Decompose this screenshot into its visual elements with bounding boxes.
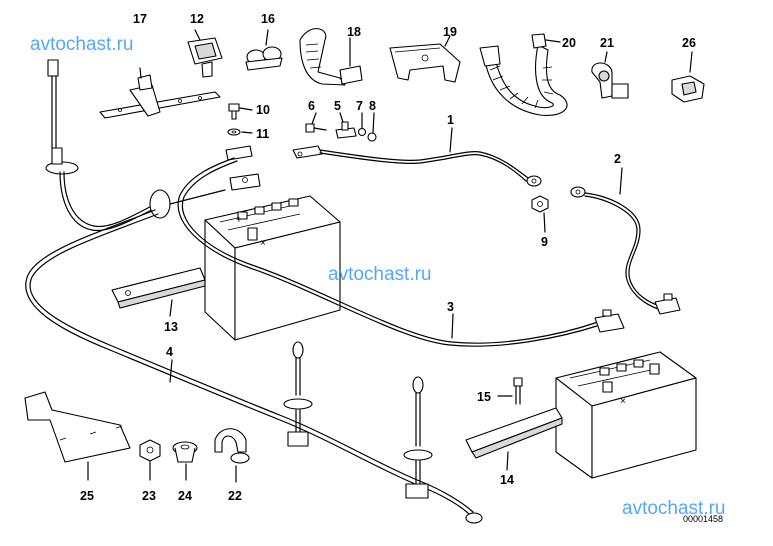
part-7-washer [357,112,367,137]
watermark-bottom-right: avtochast.ru [622,498,726,519]
part-12-clip [187,29,223,78]
part-5-terminal [335,112,357,139]
part-11-washer [227,128,253,136]
label-17: 17 [133,12,147,26]
label-9: 9 [541,235,548,249]
part-9-nut [531,195,549,233]
label-15: 15 [477,390,491,404]
part-26-cap [671,51,705,103]
part-3-cable [177,145,625,347]
label-4: 4 [166,345,173,359]
label-22: 22 [228,489,242,503]
label-19: 19 [443,25,457,39]
label-7: 7 [356,99,363,113]
part-2-cable [570,167,681,315]
label-18: 18 [347,25,361,39]
battery-upper: + × [204,173,341,341]
watermark-top-left: avtochast.ru [30,34,134,55]
label-14: 14 [500,473,514,487]
part-24-grommet [172,441,198,481]
label-24: 24 [178,489,192,503]
part-17-bracket-strip [99,67,221,119]
label-12: 12 [190,12,204,26]
label-1: 1 [447,113,454,127]
part-15-stud [497,377,523,405]
part-8-nut [367,112,377,142]
part-21-clip [591,51,629,99]
part-23-nut [139,439,161,481]
label-26: 26 [682,36,696,50]
label-6: 6 [308,99,315,113]
diagram-code: 00001458 [683,514,723,524]
label-11: 11 [256,127,269,141]
label-5: 5 [334,99,341,113]
label-25: 25 [80,489,94,503]
part-20-cable-chain [479,33,568,116]
battery-lower: × [555,351,697,479]
label-23: 23 [142,489,156,503]
part-10-bolt [228,103,253,120]
part-25-bracket [24,391,131,481]
label-2: 2 [614,152,621,166]
svg-text:×: × [620,396,626,407]
label-8: 8 [369,99,376,113]
part-19-holder [389,35,461,83]
part-13-tray [111,267,206,317]
svg-text:+: + [236,215,242,226]
part-16-double-clip [245,29,283,71]
label-21: 21 [600,36,614,50]
part-18-cable-strap [299,28,363,86]
part-1-cable [292,127,542,187]
label-3: 3 [447,300,454,314]
part-14-rail [465,407,563,471]
part-4-cable [25,59,483,524]
label-20: 20 [562,36,576,50]
part-6-screw [305,112,327,133]
label-16: 16 [261,12,275,26]
svg-text:×: × [260,238,266,249]
label-13: 13 [164,320,178,334]
watermark-center: avtochast.ru [328,264,432,285]
label-10: 10 [256,103,270,117]
part-22-clamp [214,428,250,483]
